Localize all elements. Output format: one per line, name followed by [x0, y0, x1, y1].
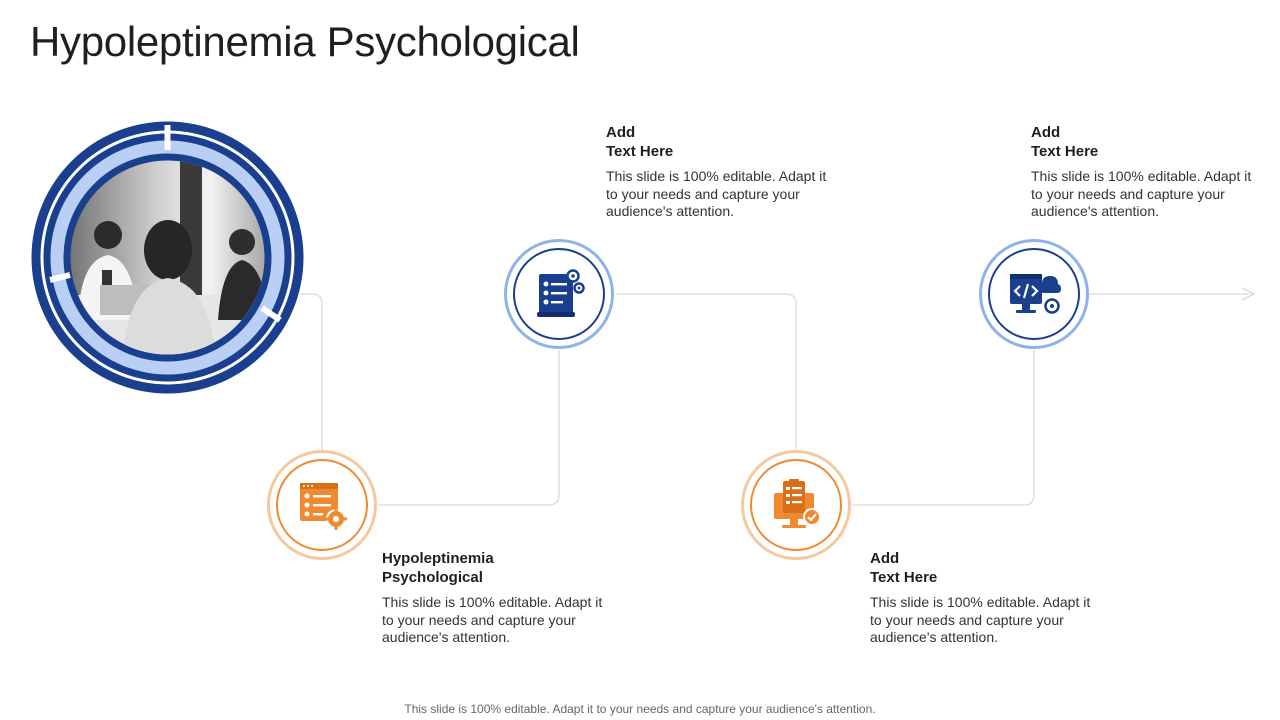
- step-2-body: This slide is 100% editable. Adapt it to…: [606, 168, 827, 219]
- step-4-heading: Add Text Here: [1031, 124, 1099, 160]
- step-1-heading: Hypoleptinemia Psychological: [382, 550, 494, 586]
- step-1-node: [267, 450, 377, 560]
- step-3-body: This slide is 100% editable. Adapt it to…: [870, 594, 1091, 645]
- code-monitor-cloud-gear-icon: [1010, 274, 1061, 314]
- step-3-node: [741, 450, 851, 560]
- step-2-text: Add Text Here This slide is 100% editabl…: [606, 123, 836, 221]
- slide-title: Hypoleptinemia Psychological: [30, 18, 580, 65]
- step-1-body: This slide is 100% editable. Adapt it to…: [382, 594, 603, 645]
- clipboard-monitor-gear-icon: [774, 479, 821, 528]
- meeting-photo-frame: [30, 120, 305, 395]
- step-2-node: [504, 239, 614, 349]
- step-4-node: [979, 239, 1089, 349]
- arrow-head-icon: [1241, 287, 1256, 301]
- step-2-heading: Add Text Here: [606, 124, 674, 160]
- step-4-text: Add Text Here This slide is 100% editabl…: [1031, 123, 1261, 221]
- slide-footer-note: This slide is 100% editable. Adapt it to…: [404, 702, 876, 716]
- step-4-body: This slide is 100% editable. Adapt it to…: [1031, 168, 1252, 219]
- step-3-text: Add Text Here This slide is 100% editabl…: [870, 549, 1100, 647]
- checklist-scroll-gear-icon: [537, 269, 585, 317]
- checklist-window-gear-icon: [300, 483, 347, 530]
- step-1-text: Hypoleptinemia Psychological This slide …: [382, 549, 612, 647]
- step-3-heading: Add Text Here: [870, 550, 938, 586]
